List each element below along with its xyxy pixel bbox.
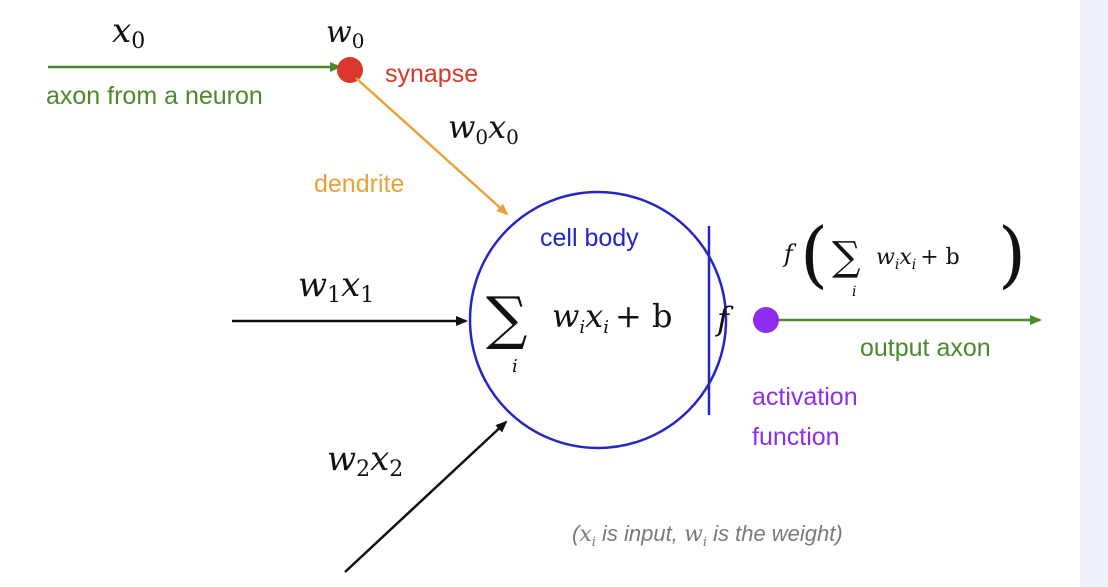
cell-body-circle <box>468 190 728 450</box>
activation-label-line1: activation <box>752 383 858 411</box>
cell-body-label: cell body <box>540 224 639 252</box>
output-axon-label: output axon <box>860 334 991 362</box>
side-strip <box>1080 0 1108 587</box>
synapse-dot <box>337 57 363 83</box>
dendrite-label: dendrite <box>314 170 404 198</box>
sum-symbol: ∑ <box>486 284 527 352</box>
x0-label: x0 <box>112 11 145 54</box>
out-lparen: ( <box>800 212 828 296</box>
sum-index: i <box>512 356 518 377</box>
w1x1-label: w1x1 <box>298 265 374 308</box>
out-sum-index: i <box>852 284 856 300</box>
w2x2-label: w2x2 <box>327 439 403 482</box>
synapse-label: synapse <box>385 60 478 88</box>
axon-from-label: axon from a neuron <box>46 82 263 110</box>
dendrite-line <box>355 77 509 216</box>
out-rparen: ) <box>998 212 1026 296</box>
f-symbol: f <box>715 300 734 338</box>
input-line-2 <box>344 420 508 573</box>
out-expression: wixi+ b <box>876 245 960 273</box>
activation-label-line2: function <box>752 423 840 451</box>
footnote: (xi is input, wi is the weight) <box>572 521 843 550</box>
sum-expression: wixi+ b <box>552 297 672 338</box>
neuron-diagram: x0 w0 axon from a neuron synapse w0x0 de… <box>46 11 1042 573</box>
out-f: f <box>782 240 797 268</box>
w0-label: w0 <box>326 15 364 53</box>
out-sum-symbol: ∑ <box>832 234 861 280</box>
activation-dot <box>753 307 779 333</box>
w0x0-label: w0x0 <box>448 108 519 149</box>
